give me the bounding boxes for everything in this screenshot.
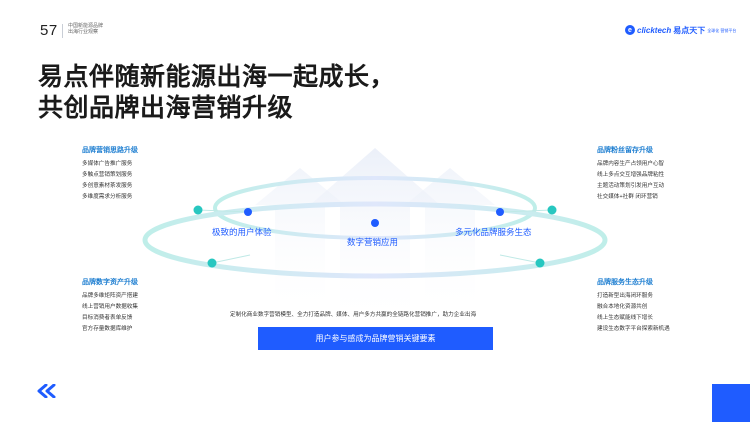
block-item: 线上多点交互增强品牌粘性 [597,172,665,178]
block-fan-retention: 品牌粉丝留存升级 品牌内容生产占领用户心智 线上多点交互增强品牌粘性 主题活动策… [597,145,664,203]
logo-tagline: 全球化 营销平台 [707,27,737,33]
logo-e-icon: e [625,25,635,35]
block-item: 融合本地化资源共创 [597,304,648,310]
dot-ring-left [244,208,252,216]
block-item: 线上生态赋能线下增长 [597,315,653,321]
block-heading: 品牌数字资产升级 [82,279,138,286]
brand-logo: e clicktech 易点天下 全球化 营销平台 [625,22,736,38]
header-divider [62,24,63,38]
ring-label-brand-ecosystem: 多元化品牌服务生态 [455,227,532,237]
header-subtitle-line1: 中国新能源品牌 [68,23,104,29]
header-subtitle: 中国新能源品牌 出海行业观察 [68,23,103,35]
connector-bottom-left [211,254,251,264]
block-heading: 品牌营销思路升级 [82,147,138,154]
lower-ring [142,201,608,279]
diagram-caption: 定制化商业数字营销模型、全力打造品牌、媒体、用户多方共赢的全链路化营销推广，助力… [230,312,477,318]
dot-ring-center [371,219,379,227]
block-digital-assets: 品牌数字资产升级 品牌多维矩阵资产搭建 线上营销用户数据收集 目标消费者表单反馈… [82,277,138,335]
block-item: 建设生态数字平台探索新机遇 [597,326,670,332]
block-item: 多维度需求分析服务 [82,194,133,200]
block-item: 打造新型出海闭环服务 [597,293,653,299]
logo-wordmark: clicktech [637,25,672,35]
title-line1: 易点伴随新能源出海一起成长， [38,63,396,91]
block-item: 目标消费者表单反馈 [82,315,133,321]
ring-label-digital-marketing: 数字营销应用 [347,237,399,247]
dot-bottom-left [207,258,217,268]
block-item: 线上营销用户数据收集 [82,304,138,310]
connector-top-left [197,209,251,213]
page-number: 57 [40,22,58,39]
block-item: 多创意素材茶发服务 [82,183,133,189]
corner-accent-block [712,384,750,422]
connector-top-right [499,209,553,213]
block-heading: 品牌服务生态升级 [597,279,653,286]
block-brand-marketing: 品牌营销思路升级 多媒体广告推广服务 多触点营销策划服务 多创意素材茶发服务 多… [82,145,138,203]
footer-logo-icon [37,384,56,398]
upper-ring [213,176,537,240]
title-line2: 共创品牌出海营销升级 [38,94,294,122]
block-item: 社交媒体+社群 闭环营销 [597,194,658,200]
connector-bottom-right [499,254,541,264]
block-heading: 品牌粉丝留存升级 [597,147,653,154]
key-message-bar: 用户参与感成为品牌营销关键要素 [258,327,493,350]
logo-chinese-name: 易点天下 [673,25,706,35]
ring-label-user-experience: 极致的用户体验 [212,227,272,237]
dot-ring-right [496,208,504,216]
block-item: 主题活动策划引发用户互动 [597,183,665,189]
dot-top-right [547,205,557,215]
block-item: 官方存量数据库维护 [82,326,133,332]
page-title: 易点伴随新能源出海一起成长， 共创品牌出海营销升级 [38,62,395,124]
dot-bottom-right [535,258,545,268]
block-item: 多触点营销策划服务 [82,172,133,178]
block-item: 品牌内容生产占领用户心智 [597,161,665,167]
block-service-ecosystem: 品牌服务生态升级 打造新型出海闭环服务 融合本地化资源共创 线上生态赋能线下增长… [597,277,670,335]
block-item: 多媒体广告推广服务 [82,161,133,167]
header-subtitle-line2: 出海行业观察 [68,29,99,35]
block-item: 品牌多维矩阵资产搭建 [82,293,138,299]
dot-top-left [193,205,203,215]
